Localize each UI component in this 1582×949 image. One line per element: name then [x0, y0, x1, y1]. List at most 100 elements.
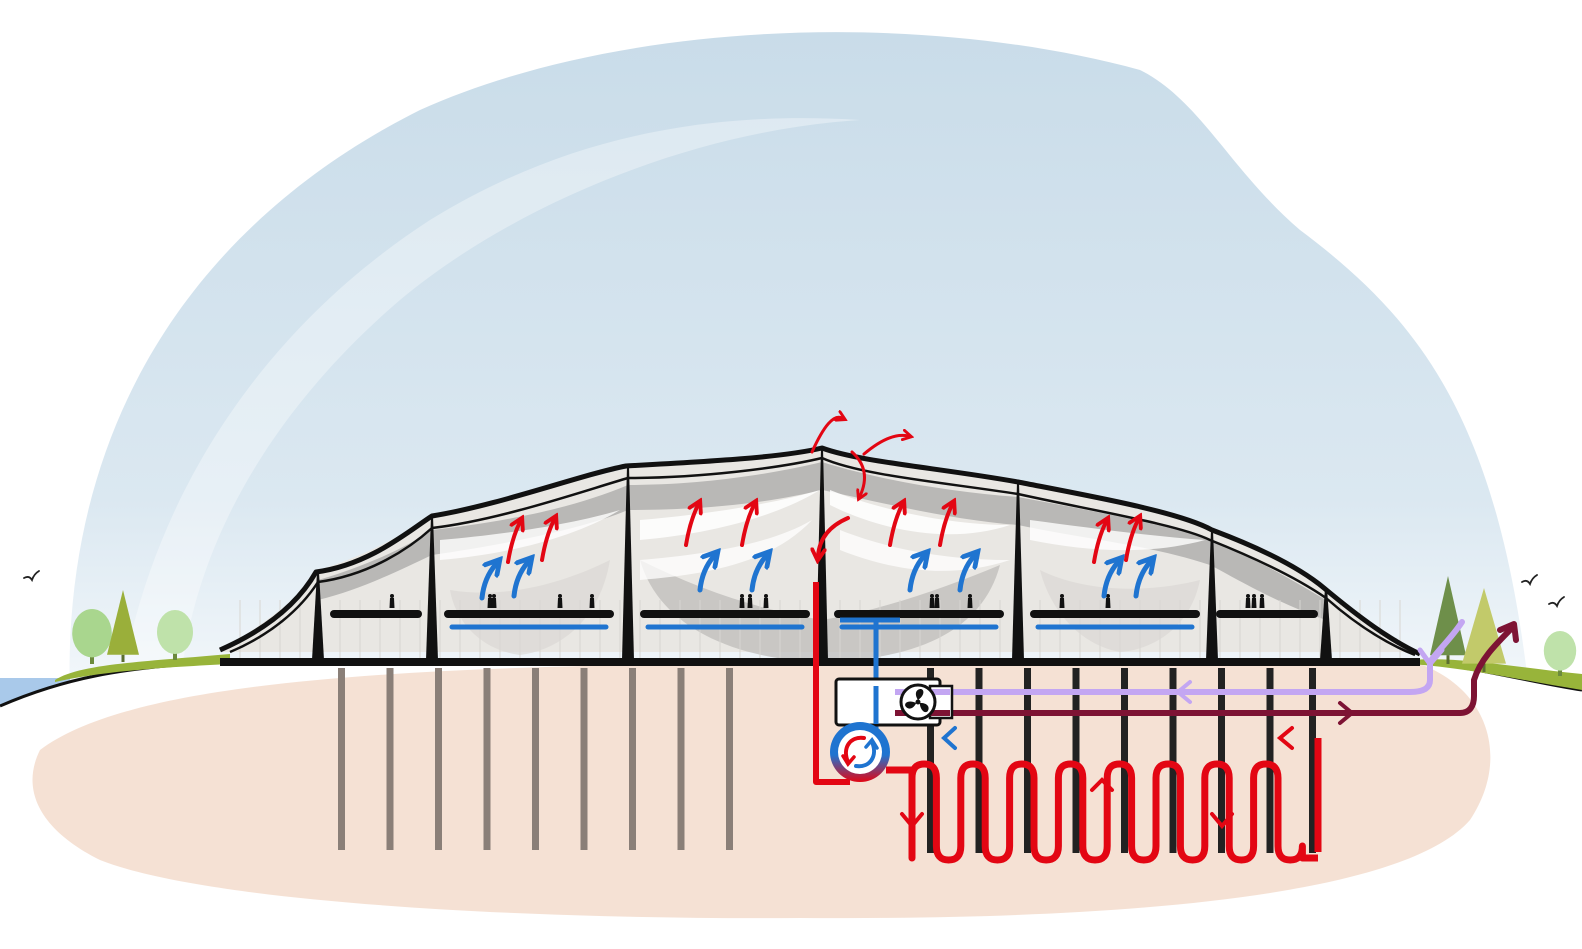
cool-air-arrow-icon — [907, 556, 924, 593]
column — [1320, 588, 1332, 660]
person-head — [935, 594, 939, 598]
person-body — [763, 598, 769, 608]
foundation-pile — [580, 668, 588, 850]
column — [622, 466, 634, 660]
column — [1012, 482, 1024, 660]
air-handling-unit — [834, 677, 954, 727]
cool-air-arrow-icon — [1133, 562, 1150, 599]
borehole — [927, 668, 934, 853]
floor-slabs — [330, 610, 1318, 630]
person-head — [1246, 594, 1250, 598]
tree-trunk — [121, 654, 125, 662]
column — [426, 516, 438, 660]
bird-icon — [1521, 574, 1538, 587]
tree-trunk — [1446, 655, 1450, 664]
recirculation-arrow-icon — [850, 450, 865, 496]
sky-haze — [120, 118, 860, 690]
person-head — [488, 594, 492, 598]
person-icon — [747, 594, 753, 608]
exhaust-air-arrow-icon — [862, 435, 908, 456]
warm-air-arrow-icon — [506, 522, 520, 564]
foundation-pile — [435, 668, 442, 850]
borehole — [1121, 668, 1128, 853]
person-body — [557, 598, 563, 608]
person-icon — [487, 594, 493, 608]
warm-air-arrow-icon — [1124, 520, 1138, 562]
person-icon — [557, 594, 563, 608]
person-body — [491, 598, 497, 608]
foundation-pile — [483, 668, 491, 850]
borehole — [1309, 668, 1316, 853]
person-head — [492, 594, 496, 598]
grass-left — [55, 654, 230, 682]
grass-right — [1410, 659, 1582, 690]
borehole — [975, 668, 983, 853]
trees — [72, 576, 1577, 676]
person-head — [590, 594, 594, 598]
geothermal-loop — [886, 760, 1318, 864]
person-body — [967, 598, 973, 608]
person-head — [558, 594, 562, 598]
person-head — [1060, 594, 1064, 598]
loop-arrow-down-icon-2 — [1210, 812, 1234, 830]
intake-duct — [892, 619, 1465, 695]
loop-arrow-up-icon — [1090, 777, 1114, 792]
warm-air-arrow-icon — [684, 505, 698, 547]
tree — [107, 590, 139, 662]
person-body — [1259, 598, 1265, 608]
ground-slab — [220, 658, 1420, 666]
foundation-pile — [338, 668, 345, 850]
person-body — [1251, 598, 1257, 608]
fan-icon — [899, 683, 937, 721]
person-body — [934, 598, 940, 608]
borehole — [1072, 668, 1080, 853]
person-icon — [929, 594, 935, 608]
cycle-arrows-icon — [841, 735, 879, 769]
person-body — [1245, 598, 1251, 608]
column — [312, 572, 324, 660]
person-icon — [491, 594, 497, 608]
foundation-pile — [726, 668, 733, 850]
person-body — [739, 598, 745, 608]
warm-air-arrow-icon — [888, 505, 902, 547]
tree-crown — [1543, 631, 1577, 671]
downdraft-arrow-icon — [818, 516, 850, 556]
person-head — [764, 594, 768, 598]
person-icon — [934, 594, 940, 608]
loop-arrow-down-icon — [900, 812, 924, 830]
person-body — [747, 598, 753, 608]
person-head — [1252, 594, 1256, 598]
tree — [72, 609, 112, 664]
intake-arrow-icon — [1417, 647, 1445, 669]
exhaust-air-arrow-icon — [810, 417, 842, 454]
person-head — [930, 594, 934, 598]
bird-icon — [23, 570, 40, 583]
person-body — [487, 598, 493, 608]
airflows — [479, 417, 1150, 601]
person-head — [740, 594, 744, 598]
person-body — [389, 598, 395, 608]
exhaust-arrow-icon-2 — [1338, 701, 1356, 725]
foundation-pile — [532, 668, 539, 850]
tree — [1430, 576, 1466, 664]
warm-air-arrow-icon — [938, 505, 952, 547]
cool-air-arrow-icon — [749, 556, 766, 593]
borehole — [1024, 668, 1031, 853]
return-arrow-icon-2 — [1276, 726, 1294, 750]
person-icon — [1105, 594, 1111, 608]
people — [389, 594, 1265, 608]
person-head — [390, 594, 394, 598]
person-icon — [389, 594, 395, 608]
person-icon — [1245, 594, 1251, 608]
geothermal-boreholes — [927, 668, 1316, 853]
person-body — [1059, 598, 1065, 608]
bird-icon — [1548, 596, 1565, 609]
cool-air-arrow-icon — [697, 556, 714, 593]
cool-air-arrow-icon — [479, 564, 496, 601]
person-head — [748, 594, 752, 598]
foundation-piles — [338, 668, 733, 850]
person-icon — [1059, 594, 1065, 608]
tree-crown — [107, 590, 139, 655]
tree — [1543, 631, 1577, 676]
